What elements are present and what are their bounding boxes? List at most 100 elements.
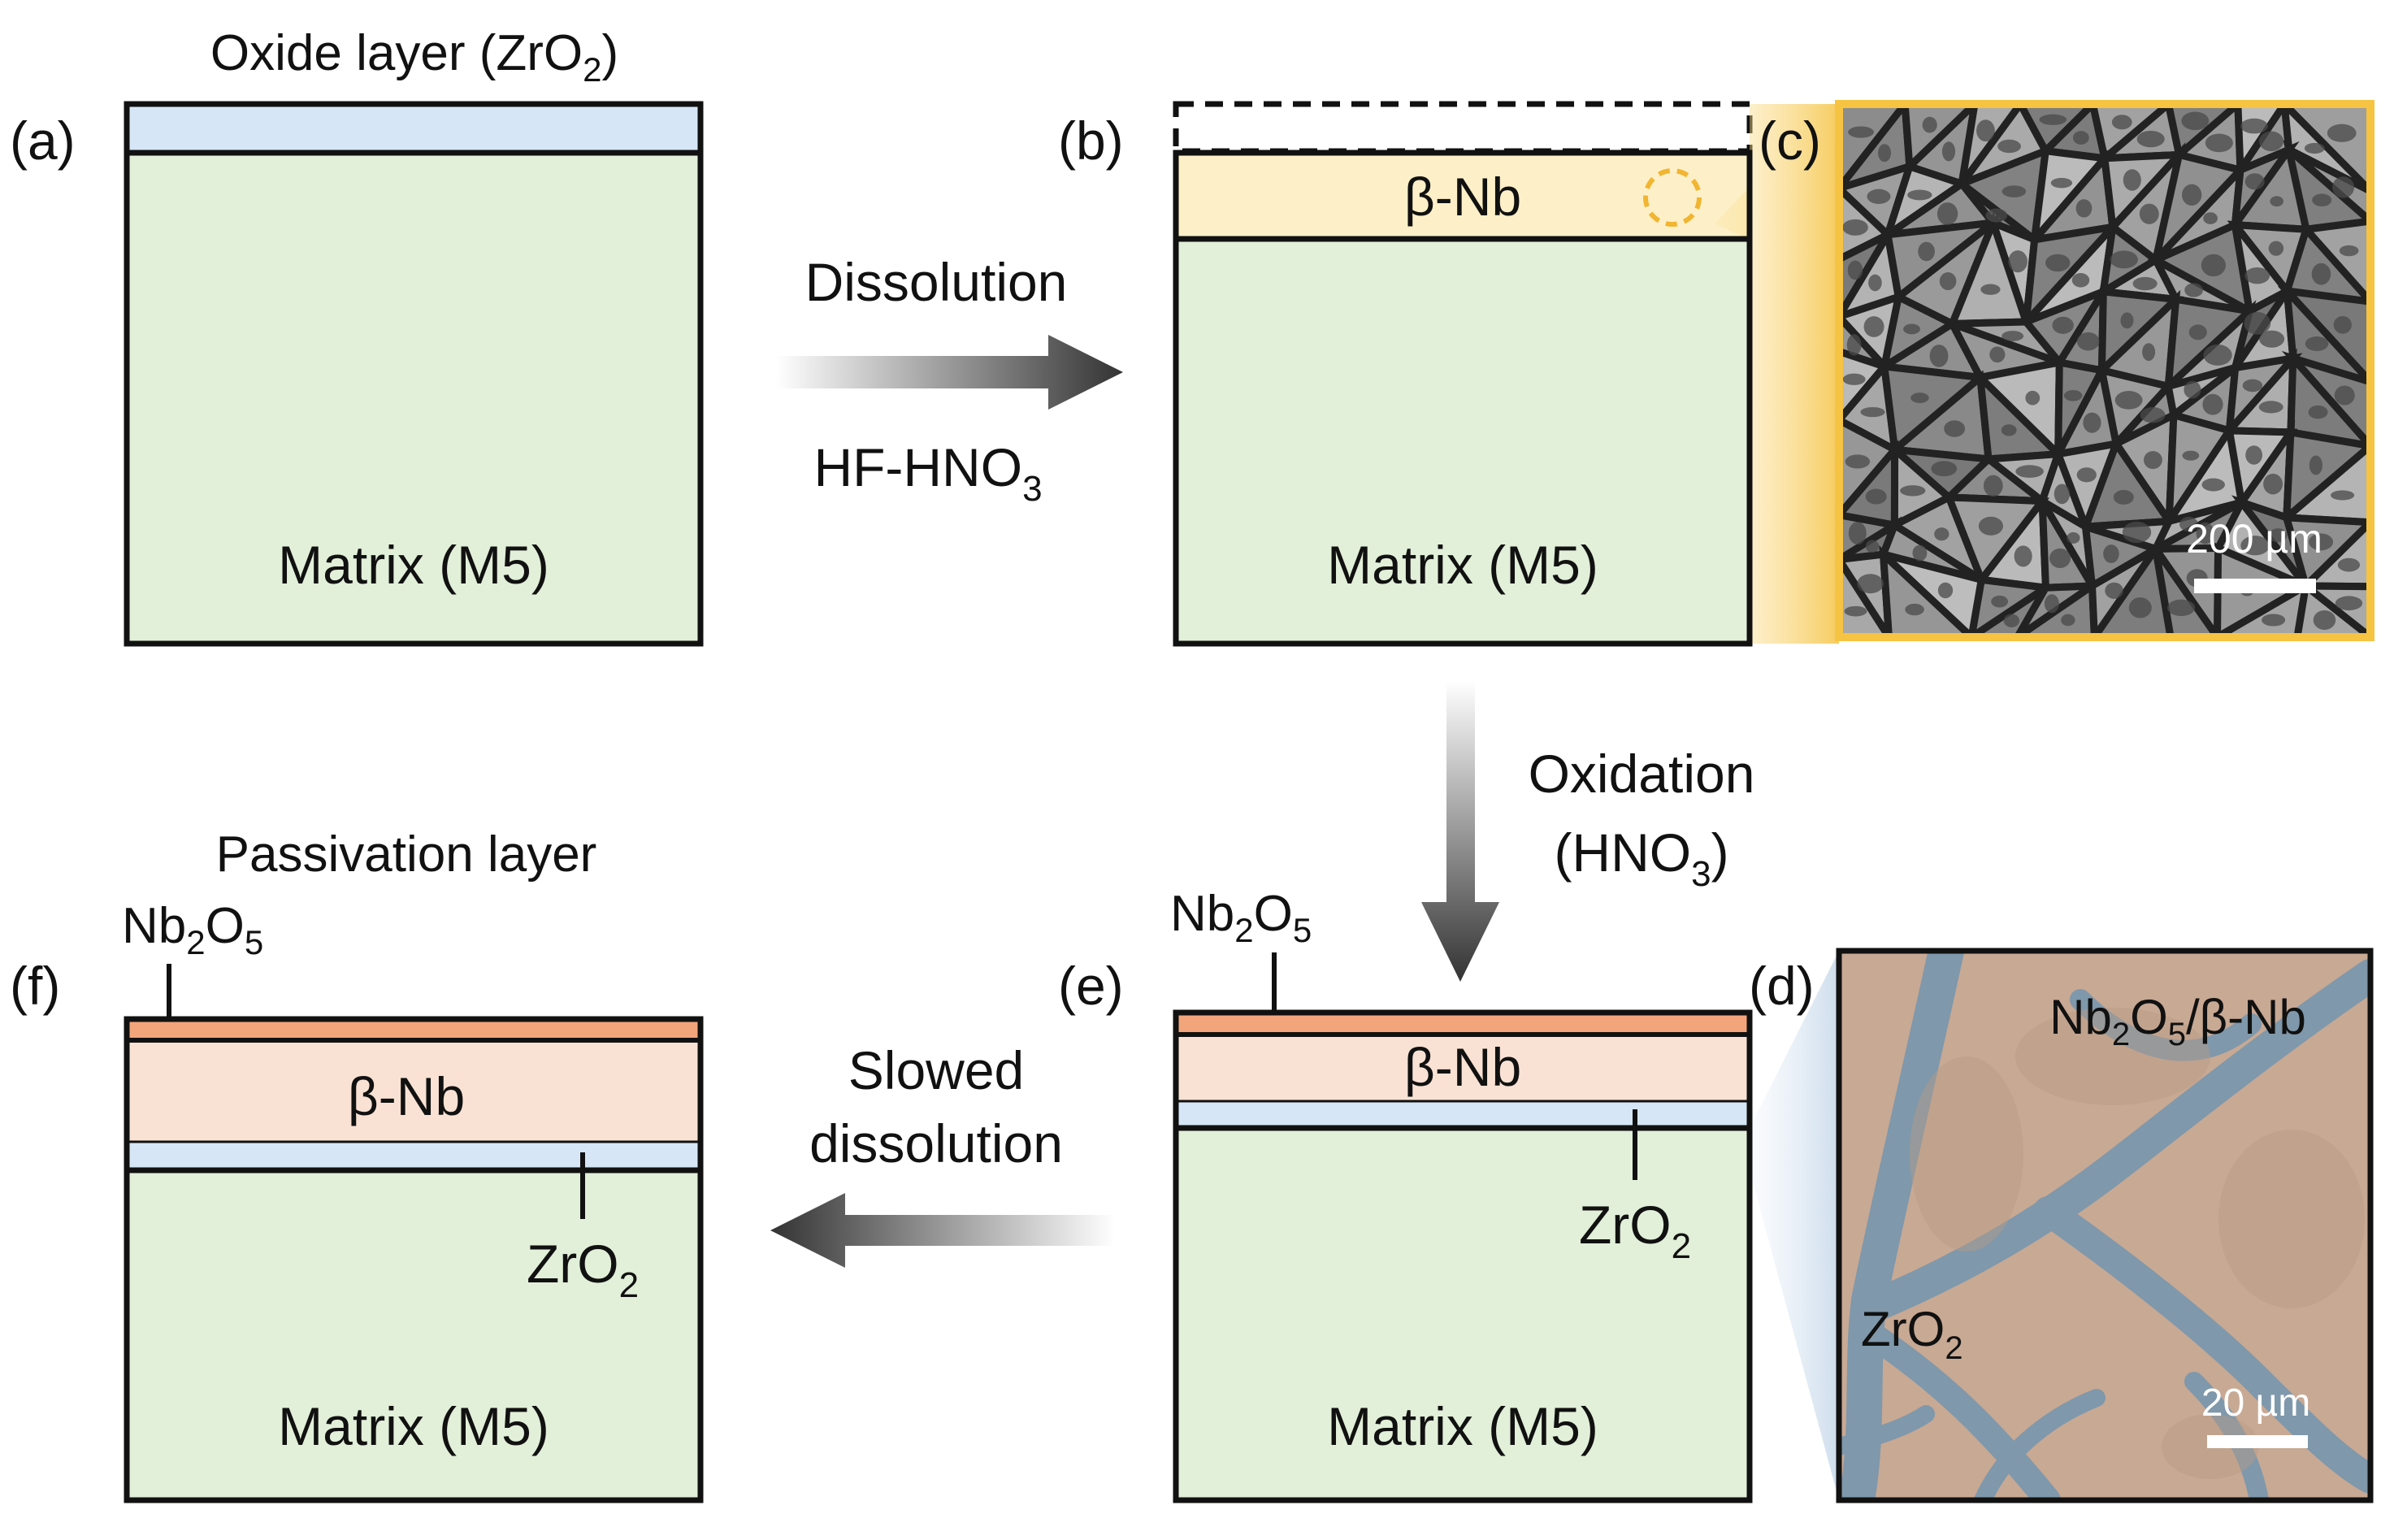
sem-dark-spot	[2308, 405, 2328, 419]
sem-dark-spot	[2045, 254, 2071, 272]
nb2o5-label-e: Nb2O5	[1170, 886, 1312, 949]
sem-dark-spot	[1910, 393, 1929, 404]
sem-dark-spot	[2067, 531, 2080, 544]
sem-dark-spot	[1847, 260, 1863, 280]
sem-dark-spot	[2014, 545, 2032, 567]
sem-dark-spot	[2128, 597, 2152, 618]
sem-dark-spot	[1918, 241, 1935, 262]
sem-dark-spot	[2050, 177, 2073, 189]
matrix-label-f: Matrix (M5)	[278, 1396, 549, 1456]
passivation-layer-title: Passivation layer	[216, 826, 597, 883]
sem-dark-spot	[1865, 488, 1887, 505]
sem-dark-spot	[2113, 489, 2134, 505]
sem-dark-spot	[2008, 250, 2028, 273]
sem-dark-spot	[2110, 250, 2138, 269]
sem-dark-spot	[2309, 455, 2323, 475]
sem-dark-spot	[2309, 533, 2334, 551]
sem-dark-spot	[2311, 262, 2331, 285]
sem-dark-spot	[1944, 420, 1966, 437]
sem-fragment	[2152, 546, 2223, 637]
arrow-left-icon	[770, 1193, 1115, 1268]
sem-dark-spot	[2263, 473, 2283, 495]
sem-dark-spot	[2063, 389, 2083, 401]
sem-dark-spot	[2244, 173, 2265, 190]
sem-dark-spot	[2339, 245, 2359, 257]
sem-dark-spot	[2262, 614, 2286, 627]
sem-dark-spot	[2132, 276, 2158, 291]
dissolved-oxide-outline	[1173, 101, 1753, 154]
sem-dark-spot	[2184, 283, 2203, 297]
sem-dark-spot	[1907, 189, 1932, 201]
zro2-layer-f	[127, 1142, 700, 1170]
sem-dark-spot	[2184, 380, 2201, 399]
sem-dark-spot	[1983, 475, 2003, 497]
sem-dark-spot	[2103, 544, 2119, 563]
sem-dark-spot	[1936, 202, 1958, 225]
panel-d: (d) Nb2O5/β-Nb ZrO2 20 µm	[1749, 948, 2374, 1503]
sem-dark-spot	[2072, 131, 2089, 145]
panel-e: (e) Nb2O5 β-Nb ZrO2 Matrix (M5)	[1058, 886, 1839, 1503]
sem-dark-spot	[2120, 312, 2134, 329]
sem-dark-spot	[1903, 323, 1920, 335]
sem-dark-spot	[2201, 254, 2226, 277]
zoom-region-c	[1715, 104, 1839, 644]
panel-b-label: (b)	[1058, 111, 1124, 171]
sem-dark-spot	[2240, 118, 2268, 134]
sem-dark-spot	[1842, 219, 1868, 236]
panel-c: (c) 200 µm	[1759, 100, 2374, 641]
sem-dark-spot	[1980, 284, 2001, 295]
panel-c-label: (c)	[1759, 111, 1821, 171]
sem-image-cracked-surface	[1839, 104, 2370, 637]
sem-dark-spot	[2114, 391, 2143, 410]
sem-dark-spot	[2044, 594, 2059, 614]
panel-f-label: (f)	[10, 956, 60, 1016]
sem-dark-spot	[2179, 516, 2198, 532]
sem-fragment	[1839, 553, 1893, 637]
scale-bar-c	[2194, 579, 2316, 593]
scale-bar-label-c: 200 µm	[2186, 516, 2322, 562]
sem-dark-spot	[2331, 490, 2355, 501]
panel-b: (b) β-Nb Matrix (M5)	[1058, 101, 1839, 647]
oxide-layer-title: Oxide layer (ZrO2)	[210, 25, 618, 89]
zro2-label-d: ZrO2	[1861, 1302, 1963, 1366]
zro2-oxide-layer-a	[127, 104, 700, 153]
zro2-label-f: ZrO2	[527, 1234, 639, 1305]
sem-dark-spot	[2240, 536, 2270, 556]
arrow-slowed-dissolution: Slowed dissolution	[770, 1040, 1115, 1268]
sem-dark-spot	[2001, 424, 2017, 436]
sem-dark-spot	[2182, 450, 2200, 461]
sem-dark-spot	[2258, 131, 2283, 152]
panel-e-frame	[1173, 1009, 1753, 1503]
sem-dark-spot	[1848, 126, 1874, 138]
scale-bar-d	[2207, 1435, 2308, 1448]
nb2o5-layer-f	[127, 1019, 700, 1040]
beta-nb-layer-f	[127, 1040, 700, 1142]
panel-f: (f) Passivation layer Nb2O5 β-Nb ZrO2 Ma…	[10, 826, 704, 1503]
sem-dark-spot	[2052, 316, 2074, 334]
nb2o5-layer-e	[1176, 1013, 1750, 1035]
matrix-block-b	[1176, 239, 1750, 644]
sem-dark-spot	[1941, 141, 1956, 162]
sem-dark-spot	[2181, 184, 2202, 206]
sem-dark-spot	[2327, 124, 2357, 142]
sem-dark-spot	[2332, 176, 2355, 198]
slowed-label: Slowed	[848, 1040, 1024, 1100]
panel-b-frame	[1173, 150, 1753, 647]
sem-dark-spot	[2203, 344, 2232, 366]
matrix-block-f	[127, 1170, 700, 1500]
dissolution-label: Dissolution	[805, 252, 1068, 312]
sem-dark-spot	[2083, 412, 2101, 433]
oxidation-label: Oxidation	[1529, 744, 1755, 804]
panel-a-label: (a)	[10, 111, 76, 171]
nb2o5-label-f: Nb2O5	[122, 898, 263, 961]
sem-dark-spot	[2268, 241, 2284, 256]
sem-dark-spot	[1878, 144, 1892, 163]
sem-dark-spot	[2202, 393, 2223, 415]
sem-dark-spot	[1868, 274, 1882, 292]
beta-nb-layer-e	[1176, 1035, 1750, 1101]
sem-dark-spot	[1929, 345, 1949, 367]
sem-dark-spot	[2312, 193, 2332, 206]
beta-nb-label-b: β-Nb	[1404, 167, 1521, 227]
sem-dark-spot	[2122, 521, 2152, 544]
sem-dark-spot	[2075, 199, 2093, 218]
